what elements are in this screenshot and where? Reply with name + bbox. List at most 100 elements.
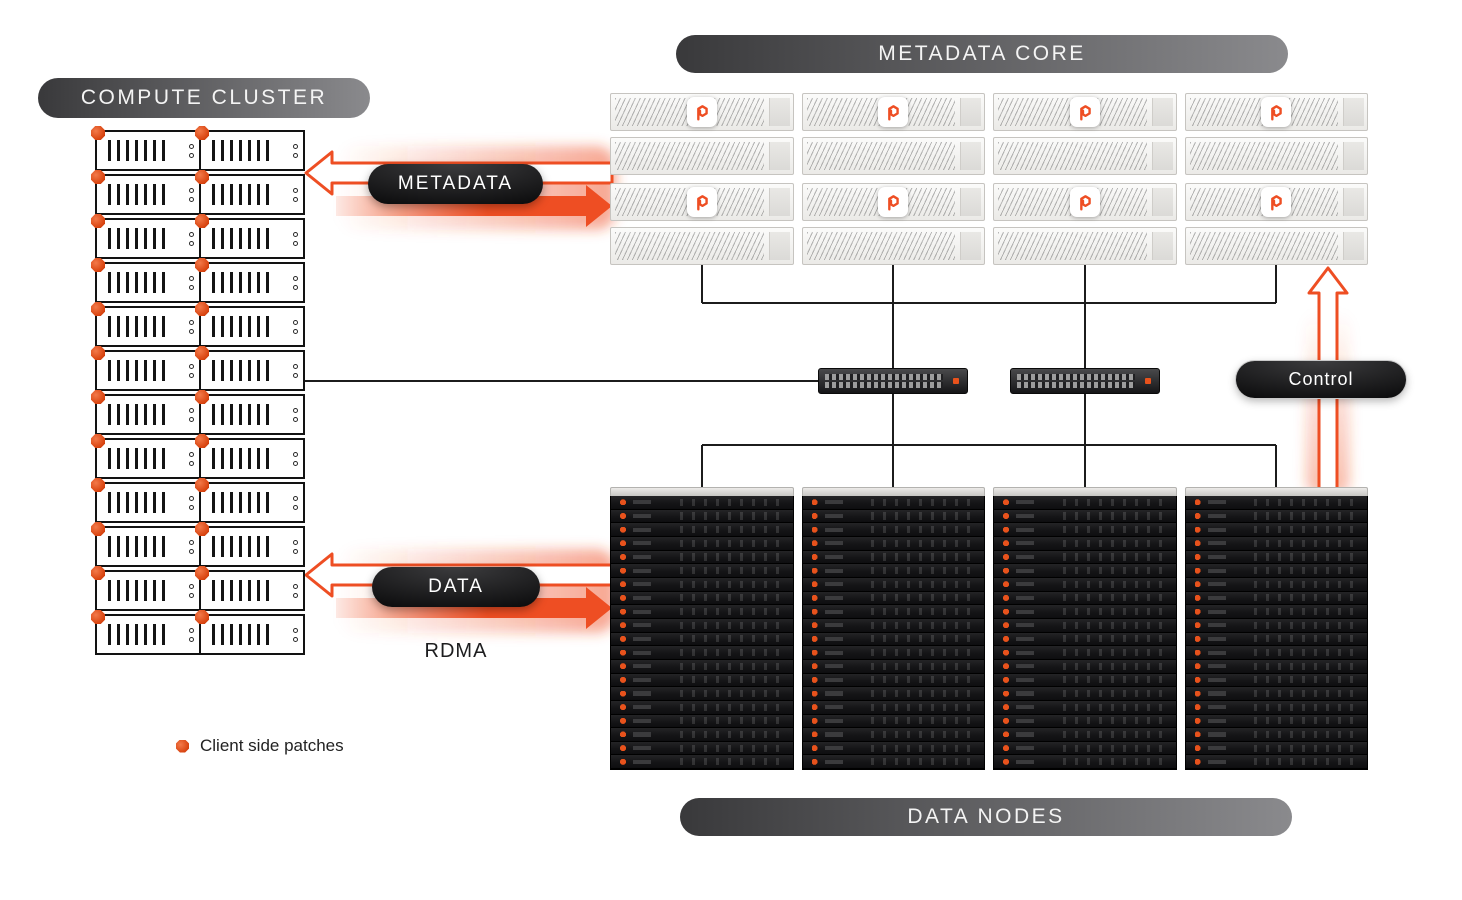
- drive-slots: [108, 184, 170, 205]
- pure-logo-glyph: [888, 195, 900, 211]
- bezel-detail: [1016, 650, 1034, 655]
- data-node-server: [802, 728, 984, 742]
- data-node-server: [1185, 700, 1367, 715]
- data-node-server: [1185, 714, 1367, 729]
- status-leds: [293, 583, 298, 598]
- metadata-core-banner: METADATA CORE: [676, 35, 1288, 73]
- data-node-server: [994, 673, 1176, 688]
- compute-server-row: [91, 214, 305, 259]
- status-leds: [293, 451, 298, 466]
- bezel-detail: [824, 500, 843, 505]
- bezel-detail: [633, 664, 651, 669]
- bezel-detail: [824, 595, 843, 600]
- data-node-server: [611, 605, 793, 619]
- chassis-shelf: [993, 137, 1177, 175]
- compute-server-row: [91, 302, 305, 347]
- bezel-detail: [1207, 746, 1226, 751]
- data-node-server: [1185, 550, 1367, 565]
- status-leds: [189, 627, 194, 642]
- metadata-column: [1184, 93, 1368, 265]
- bezel-detail: [1016, 527, 1034, 532]
- pure-storage-logo-icon: [878, 97, 909, 127]
- data-node-server: [1185, 591, 1367, 606]
- data-node-server: [611, 741, 793, 756]
- control-label-pill: Control: [1236, 361, 1406, 398]
- bezel-detail: [824, 650, 843, 655]
- bezel-detail: [1016, 691, 1034, 696]
- drive-slots: [212, 624, 274, 645]
- metadata-column: [610, 93, 794, 265]
- client-patch-icon: [195, 170, 209, 184]
- stack-top: [993, 487, 1177, 496]
- client-patch-icon: [91, 434, 105, 448]
- bezel-detail: [1207, 582, 1226, 587]
- drive-slots: [108, 140, 170, 161]
- data-node-server: [611, 632, 793, 647]
- compute-server: [91, 126, 201, 171]
- status-leds: [293, 407, 298, 422]
- bezel-detail: [824, 623, 843, 628]
- data-node-server: [1185, 577, 1367, 592]
- bezel-detail: [824, 527, 843, 532]
- client-patch-icon: [91, 302, 105, 316]
- network-lines: [305, 265, 1277, 487]
- metadata-chassis: [1184, 93, 1368, 175]
- bezel-detail: [1207, 759, 1226, 764]
- chassis-shelf: [801, 227, 985, 265]
- drive-slots: [108, 580, 170, 601]
- data-node-server: [1185, 605, 1367, 619]
- client-patch-icon: [91, 346, 105, 360]
- data-node-server: [611, 523, 793, 537]
- data-node-server: [802, 605, 984, 619]
- pure-storage-logo-icon: [1069, 187, 1100, 217]
- compute-cluster-banner: COMPUTE CLUSTER: [38, 78, 370, 118]
- drive-slots: [108, 536, 170, 557]
- data-node-server: [994, 591, 1176, 606]
- data-node-server: [802, 577, 984, 592]
- client-patch-icon: [195, 346, 209, 360]
- bezel-detail: [633, 513, 651, 518]
- bezel-detail: [1207, 705, 1226, 710]
- compute-server-row: [91, 434, 305, 479]
- pure-logo-glyph: [1271, 195, 1283, 211]
- bezel-detail: [633, 582, 651, 587]
- compute-server: [195, 346, 305, 391]
- pure-logo-glyph: [888, 105, 900, 121]
- legend: Client side patches: [176, 736, 344, 756]
- client-patch-icon: [91, 126, 105, 140]
- compute-server-row: [91, 126, 305, 171]
- stack-units: [1184, 496, 1368, 770]
- bezel-detail: [1207, 527, 1226, 532]
- data-node-server: [611, 646, 793, 660]
- data-node-server: [994, 728, 1176, 742]
- data-node-server: [802, 714, 984, 729]
- bezel-detail: [1207, 718, 1226, 723]
- bezel-detail: [1207, 664, 1226, 669]
- bezel-detail: [633, 500, 651, 505]
- metadata-chassis: [610, 183, 794, 265]
- drive-slots: [212, 492, 274, 513]
- client-patch-icon: [91, 214, 105, 228]
- data-label-pill: DATA: [372, 567, 540, 607]
- metadata-chassis: [993, 93, 1177, 175]
- bezel-detail: [824, 677, 843, 682]
- bezel-detail: [1016, 541, 1034, 546]
- bezel-detail: [1016, 595, 1034, 600]
- pure-logo-glyph: [1079, 195, 1091, 211]
- drive-slots: [212, 272, 274, 293]
- pure-storage-logo-icon: [878, 187, 909, 217]
- compute-server-row: [91, 610, 305, 655]
- bezel-detail: [824, 582, 843, 587]
- data-node-server: [611, 618, 793, 633]
- data-node-server: [994, 632, 1176, 647]
- stack-top: [1184, 487, 1368, 496]
- data-node-server: [611, 728, 793, 742]
- client-patch-icon: [91, 258, 105, 272]
- data-node-server: [802, 659, 984, 674]
- status-leds: [189, 363, 194, 378]
- client-patch-icon: [195, 390, 209, 404]
- bezel-detail: [1207, 595, 1226, 600]
- data-node-server: [802, 741, 984, 756]
- client-patch-icon: [195, 478, 209, 492]
